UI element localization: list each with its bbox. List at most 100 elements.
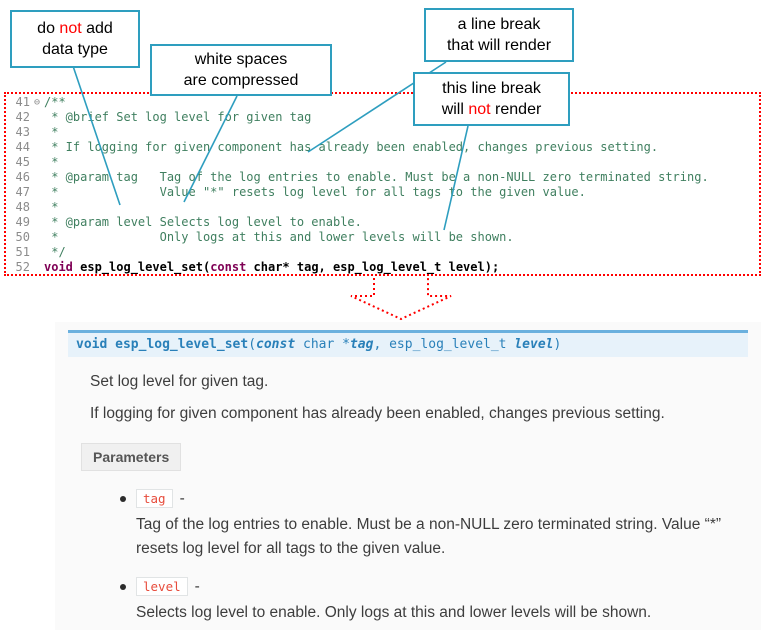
fold-toggle-icon[interactable]: ⊖ xyxy=(33,97,41,108)
callout-text: that will render xyxy=(446,37,552,54)
callout-text: do not add xyxy=(37,20,113,37)
signature-segment: void xyxy=(76,337,116,352)
code-lines: 41⊖/**42 * @brief Set log level for give… xyxy=(6,95,759,275)
fold-spacer xyxy=(30,215,44,230)
parameter-description: Selects log level to enable. Only logs a… xyxy=(136,604,652,621)
parameter-name: level xyxy=(136,577,188,596)
parameter-head: level- xyxy=(120,577,748,596)
code-text: * Value "*" resets log level for all tag… xyxy=(44,185,586,200)
callout-linebreak-no-render: this line break will not render xyxy=(413,72,570,126)
code-line[interactable]: 43 * xyxy=(6,125,759,140)
signature-segment: level xyxy=(514,337,554,352)
code-segment: * xyxy=(44,155,59,169)
code-line[interactable]: 41⊖/** xyxy=(6,95,759,110)
code-segment: * If logging for given component has alr… xyxy=(44,140,659,154)
signature-segment: tag xyxy=(349,337,374,352)
parameter-list: tag-Tag of the log entries to enable. Mu… xyxy=(68,489,748,625)
fold-spacer xyxy=(30,230,44,245)
signature-segment: ) xyxy=(553,337,562,352)
code-line[interactable]: 47 * Value "*" resets log level for all … xyxy=(6,185,759,200)
code-text: * If logging for given component has alr… xyxy=(44,140,658,155)
line-number: 44 xyxy=(15,140,30,154)
code-editor-snippet[interactable]: 41⊖/**42 * @brief Set log level for give… xyxy=(4,92,761,276)
code-text: * Only logs at this and lower levels wil… xyxy=(44,230,514,245)
code-segment: * xyxy=(44,125,59,139)
line-number: 43 xyxy=(15,125,30,139)
code-line[interactable]: 51 */ xyxy=(6,245,759,260)
bullet-icon xyxy=(120,495,126,502)
code-text: * xyxy=(44,155,58,170)
fold-spacer xyxy=(30,245,44,260)
line-number: 49 xyxy=(15,215,30,229)
signature-segment: esp_log_level_t xyxy=(389,337,515,352)
code-text: /** xyxy=(44,95,66,110)
callout-linebreak-renders: a line break that will render xyxy=(424,8,574,62)
code-line[interactable]: 46 * @param tag Tag of the log entries t… xyxy=(6,170,759,185)
code-segment: char* tag, esp_log_level_t level); xyxy=(246,260,500,274)
code-segment: * @brief Set log level for given tag xyxy=(44,110,312,124)
code-text: void esp_log_level_set(const char* tag, … xyxy=(44,260,499,275)
code-line[interactable]: 44 * If logging for given component has … xyxy=(6,140,759,155)
signature-segment: char * xyxy=(295,337,350,352)
callout-text: white spaces xyxy=(194,51,288,68)
fold-spacer xyxy=(30,110,44,125)
fold-spacer xyxy=(30,125,44,140)
code-line[interactable]: 42 * @brief Set log level for given tag xyxy=(6,110,759,125)
code-segment: */ xyxy=(44,245,66,259)
fold-spacer xyxy=(30,170,44,185)
signature-segment: const xyxy=(256,337,296,352)
callout-whitespace-compressed: white spaces are compressed xyxy=(150,44,332,96)
code-segment: * Only logs at this and lower levels wil… xyxy=(44,230,514,244)
code-segment: * @param level Selects log level to enab… xyxy=(44,215,362,229)
line-number: 50 xyxy=(15,230,30,244)
code-line[interactable]: 50 * Only logs at this and lower levels … xyxy=(6,230,759,245)
parameter-item: tag-Tag of the log entries to enable. Mu… xyxy=(120,489,748,561)
signature-segment: esp_log_level_set xyxy=(115,337,249,352)
code-segment: esp_log_level_set( xyxy=(72,260,211,274)
code-segment: * Value "*" resets log level for all tag… xyxy=(44,185,586,199)
fold-spacer xyxy=(30,260,44,275)
rendered-doc-panel: void esp_log_level_set(const char *tag, … xyxy=(55,322,761,630)
doc-brief: Set log level for given tag. xyxy=(90,373,269,390)
code-segment: /** xyxy=(44,95,66,109)
bullet-icon xyxy=(120,583,126,590)
parameters-header: Parameters xyxy=(81,443,182,471)
parameter-head: tag- xyxy=(120,489,748,508)
callout-no-datatype: do not add data type xyxy=(10,10,140,68)
code-text: * xyxy=(44,125,58,140)
line-number: 47 xyxy=(15,185,30,199)
code-line[interactable]: 49 * @param level Selects log level to e… xyxy=(6,215,759,230)
signature-segment: ( xyxy=(248,337,257,352)
code-text: */ xyxy=(44,245,66,260)
code-text: * @param tag Tag of the log entries to e… xyxy=(44,170,708,185)
code-segment: const xyxy=(210,260,247,274)
code-line[interactable]: 52 void esp_log_level_set(const char* tag… xyxy=(6,260,759,275)
doc-description: If logging for given component has alrea… xyxy=(90,405,665,422)
line-number: 41 xyxy=(15,95,30,109)
line-number: 42 xyxy=(15,110,30,124)
line-number: 52 xyxy=(15,260,30,274)
parameter-separator: - xyxy=(179,489,185,507)
signature-segment: , xyxy=(373,337,390,352)
callout-text: are compressed xyxy=(183,72,299,89)
line-number: 45 xyxy=(15,155,30,169)
code-line[interactable]: 45 * xyxy=(6,155,759,170)
line-number: 46 xyxy=(15,170,30,184)
parameter-separator: - xyxy=(194,577,200,595)
fold-spacer xyxy=(30,185,44,200)
line-number: 48 xyxy=(15,200,30,214)
line-number: 51 xyxy=(15,245,30,259)
fold-spacer xyxy=(30,140,44,155)
callout-text: data type xyxy=(42,41,108,58)
code-line[interactable]: 48 * xyxy=(6,200,759,215)
callout-text: a line break xyxy=(457,16,541,33)
fold-spacer xyxy=(30,155,44,170)
code-text: * @brief Set log level for given tag xyxy=(44,110,311,125)
parameter-item: level- Selects log level to enable. Only … xyxy=(120,577,748,625)
code-segment: * xyxy=(44,200,59,214)
callout-text: this line break xyxy=(442,80,541,97)
code-text: * @param level Selects log level to enab… xyxy=(44,215,362,230)
code-segment: void xyxy=(44,260,73,274)
parameter-name: tag xyxy=(136,489,173,508)
